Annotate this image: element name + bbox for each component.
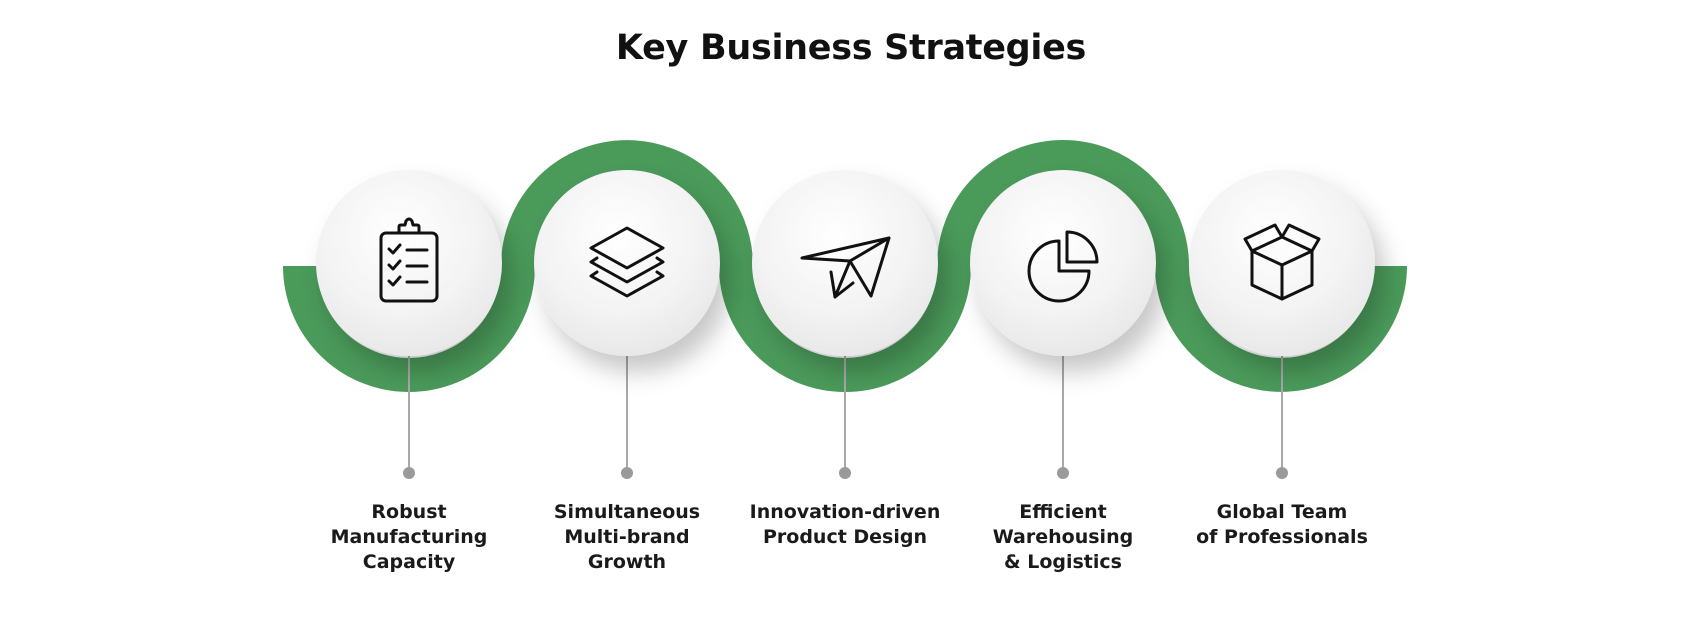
wave-segment-2	[501, 140, 753, 267]
connector-dot-5	[1276, 467, 1288, 479]
step-label-5-line-1: Global Team	[1216, 501, 1348, 523]
connector-dot-2	[621, 467, 633, 479]
step-label-2-line-2: Multi-brand	[564, 526, 690, 548]
step-circle-4	[970, 170, 1156, 356]
page-title: Key Business Strategies	[615, 28, 1087, 68]
connector-dot-3	[839, 467, 851, 479]
clipboard-checklist-icon	[379, 217, 439, 303]
step-label-1-line-2: Manufacturing	[330, 526, 488, 548]
step-label-3: Innovation-driven Product Design	[735, 500, 955, 550]
step-label-1: Robust Manufacturing Capacity	[309, 500, 509, 575]
pie-chart-icon	[1027, 230, 1099, 303]
step-label-2-line-1: Simultaneous	[553, 501, 701, 523]
step-label-4-line-3: & Logistics	[1004, 551, 1122, 573]
open-box-icon	[1243, 223, 1321, 301]
step-circle-2	[534, 170, 720, 356]
step-label-3-line-2: Product Design	[762, 526, 928, 548]
paper-plane-icon	[800, 236, 891, 299]
layers-stack-icon	[589, 226, 665, 298]
connectors	[403, 355, 1288, 479]
connector-dot-4	[1057, 467, 1069, 479]
step-label-4: Efficient Warehousing & Logistics	[963, 500, 1163, 575]
step-label-4-line-2: Warehousing	[992, 526, 1134, 548]
step-label-5-line-2: of Professionals	[1196, 526, 1368, 548]
connector-dot-1	[403, 467, 415, 479]
step-circle-3	[752, 170, 938, 356]
step-circles	[316, 170, 1375, 356]
step-label-3-line-1: Innovation-driven	[749, 501, 941, 523]
step-label-2: Simultaneous Multi-brand Growth	[527, 500, 727, 575]
step-circle-5	[1189, 170, 1375, 356]
wave-segment-4	[937, 140, 1189, 267]
step-label-5: Global Team of Professionals	[1172, 500, 1392, 550]
step-label-2-line-3: Growth	[587, 551, 667, 573]
step-label-1-line-3: Capacity	[362, 551, 456, 573]
step-label-1-line-1: Robust	[371, 501, 447, 523]
step-circle-1	[316, 170, 502, 356]
step-label-4-line-1: Efficient	[1019, 501, 1107, 523]
